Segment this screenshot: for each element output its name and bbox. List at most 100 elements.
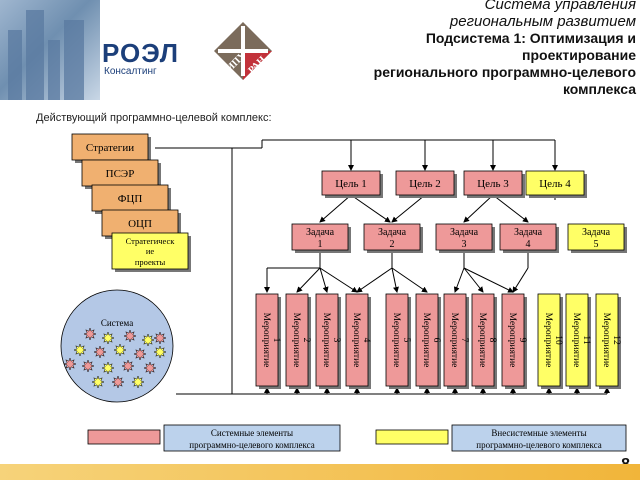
- goal-box-1: [321, 170, 381, 196]
- event-label-12: Мероприятие: [601, 313, 611, 368]
- strategic-projects-box: [111, 232, 189, 270]
- element-star-13: [143, 361, 157, 375]
- event-number-6: 6: [431, 338, 441, 343]
- goal-box-3: [463, 170, 523, 196]
- event-box-8: [471, 293, 495, 387]
- stack-box-3: [91, 184, 169, 212]
- stack-box-1: [71, 133, 149, 161]
- event-box-5: [385, 293, 409, 387]
- legend-nonsystem-text-2: программно-целевого комплекса: [476, 440, 601, 450]
- event-box-4: [345, 293, 369, 387]
- event-label-7: Мероприятие: [449, 313, 459, 368]
- element-star-1: [83, 327, 97, 341]
- element-star-2: [101, 331, 115, 345]
- task-label-3-num: 3: [462, 239, 467, 250]
- event-box-7: [443, 293, 467, 387]
- strategic-projects-label-3: проекты: [135, 257, 166, 267]
- element-star-5: [73, 343, 87, 357]
- stack-label-2: ПСЭР: [106, 168, 135, 180]
- footer-bar: [0, 464, 640, 480]
- element-star-12: [121, 359, 135, 373]
- legend-nonsystem-text-1: Внесистемные элементы: [491, 428, 586, 438]
- legend-system-text-2: программно-целевого комплекса: [189, 440, 314, 450]
- event-label-8: Мероприятие: [477, 313, 487, 368]
- legend-nonsystem-swatch: [375, 429, 449, 445]
- event-label-1: Мероприятие: [261, 313, 271, 368]
- goal-label-4: Цель 4: [539, 178, 571, 190]
- event-number-9: 9: [517, 338, 527, 343]
- event-number-7: 7: [459, 338, 469, 343]
- event-number-4: 4: [361, 338, 371, 343]
- subheading: Действующий программно-целевой комплекс:: [36, 112, 272, 124]
- element-star-3: [123, 329, 137, 343]
- legend-system-box: [163, 424, 341, 452]
- element-star-6: [93, 345, 107, 359]
- legend-nonsystem-box: [451, 424, 627, 452]
- legend-system-text-1: Системные элементы: [211, 428, 293, 438]
- event-box-1: [255, 293, 279, 387]
- legend-system-swatch: [87, 429, 161, 445]
- task-box-5: [567, 223, 625, 251]
- event-box-12: [595, 293, 619, 387]
- goal-label-1: Цель 1: [335, 178, 367, 190]
- goal-label-2: Цель 2: [409, 178, 441, 190]
- connectors: [155, 139, 610, 395]
- element-star-18: [63, 357, 77, 371]
- roel-logo: РОЭЛ: [102, 38, 179, 68]
- event-box-10: [537, 293, 561, 387]
- goal-label-3: Цель 3: [477, 178, 509, 190]
- event-box-2: [285, 293, 309, 387]
- event-number-3: 3: [331, 338, 341, 343]
- event-box-6: [415, 293, 439, 387]
- event-number-5: 5: [401, 338, 411, 343]
- stack-box-2: [81, 159, 159, 187]
- event-number-12: 12: [611, 335, 621, 345]
- event-number-10: 10: [553, 335, 563, 345]
- event-box-3: [315, 293, 339, 387]
- event-label-5: Мероприятие: [391, 313, 401, 368]
- event-box-11: [565, 293, 589, 387]
- event-label-4: Мероприятие: [351, 313, 361, 368]
- task-label-2-word: Задача: [378, 227, 407, 238]
- strategic-projects-label-1: Стратегическ: [126, 236, 176, 246]
- task-label-1-num: 1: [318, 239, 323, 250]
- task-label-2-num: 2: [390, 239, 395, 250]
- element-star-16: [131, 375, 145, 389]
- element-star-4: [141, 333, 155, 347]
- event-number-1: 1: [271, 338, 281, 343]
- element-star-17: [153, 331, 167, 345]
- task-label-3-word: Задача: [450, 227, 479, 238]
- event-label-2: Мероприятие: [291, 313, 301, 368]
- element-star-14: [91, 375, 105, 389]
- element-star-10: [81, 359, 95, 373]
- element-star-11: [101, 361, 115, 375]
- element-star-7: [113, 343, 127, 357]
- goal-box-4: [525, 170, 585, 196]
- event-number-8: 8: [487, 338, 497, 343]
- stack-label-4: ОЦП: [128, 218, 152, 230]
- task-label-1-word: Задача: [306, 227, 335, 238]
- stack-label-3: ФЦП: [118, 193, 143, 205]
- element-star-15: [111, 375, 125, 389]
- element-star-8: [133, 347, 147, 361]
- event-box-9: [501, 293, 525, 387]
- city-image: [0, 0, 100, 100]
- event-label-6: Мероприятие: [421, 313, 431, 368]
- system-label: Система: [101, 318, 133, 328]
- element-star-9: [153, 345, 167, 359]
- event-label-11: Мероприятие: [571, 313, 581, 368]
- task-box-1: [291, 223, 349, 251]
- stack-label-1: Стратегии: [86, 142, 134, 154]
- strategic-projects-label-2: ие: [146, 246, 155, 256]
- goal-box-2: [395, 170, 455, 196]
- event-label-10: Мероприятие: [543, 313, 553, 368]
- task-label-5-num: 5: [594, 239, 599, 250]
- roel-logo-subtitle: Консалтинг: [104, 66, 157, 77]
- header: [0, 0, 640, 108]
- task-box-4: [499, 223, 557, 251]
- task-box-2: [363, 223, 421, 251]
- event-label-3: Мероприятие: [321, 313, 331, 368]
- stack-box-4: [101, 209, 179, 237]
